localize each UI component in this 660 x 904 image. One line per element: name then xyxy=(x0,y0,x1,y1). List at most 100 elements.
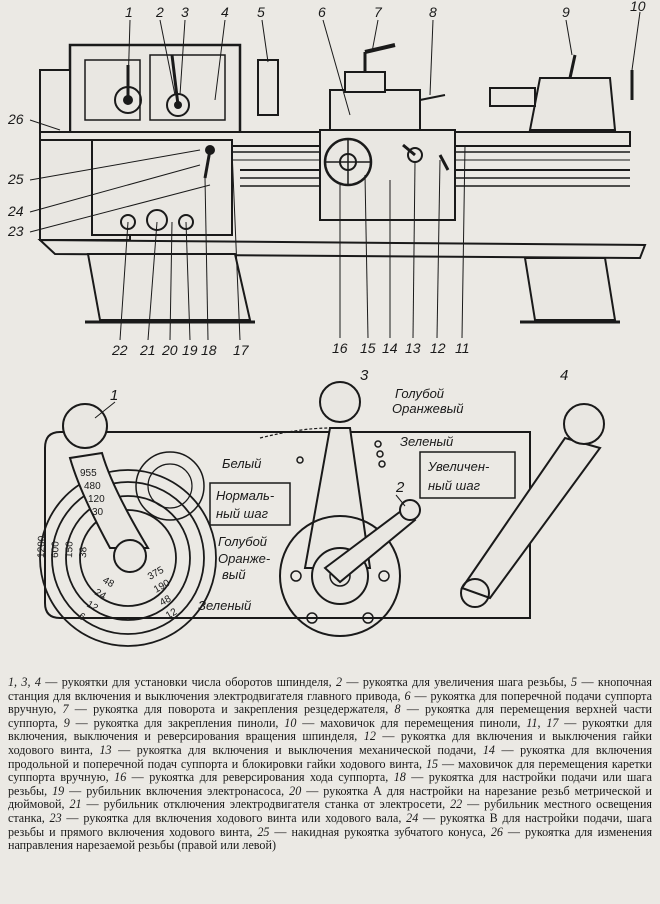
panel-callout-1: 1 xyxy=(110,387,118,404)
headstock xyxy=(68,43,242,142)
label-normal-line1: Нормаль- xyxy=(216,488,275,503)
label-increased-line2: ный шаг xyxy=(428,478,481,493)
callout-17: 17 xyxy=(233,342,250,358)
caption-item-number: 23 xyxy=(49,810,62,825)
control-panel-drawing: 1 2 3 4 Голубой Оранжевый Зеленый Белый … xyxy=(36,368,605,647)
increased-step-box xyxy=(419,451,516,499)
caption-item-text: — маховичок для перемещения каретки супп… xyxy=(8,756,652,785)
dial-num-inner-0: 955 xyxy=(80,468,97,479)
caption-item-number: 20 xyxy=(289,783,302,798)
caption-item-text: — рукоятка для перемещения верхней части… xyxy=(8,702,652,730)
left-pedestal xyxy=(86,253,252,321)
caption-item-text: — рубильник включения электронасоса, xyxy=(64,783,290,798)
callout-20: 20 xyxy=(161,342,178,358)
callout-15: 15 xyxy=(360,340,376,356)
caption-item-text: — рубильник отключения электродвигателя … xyxy=(81,797,451,812)
callout-5: 5 xyxy=(257,4,265,20)
label-orange-bottom-line1: Оранже- xyxy=(218,551,271,566)
panel-callout-4: 4 xyxy=(560,368,568,384)
panel-callout-3: 3 xyxy=(360,368,369,384)
callout-9: 9 xyxy=(562,4,570,20)
caption-item-number: 15 xyxy=(425,756,439,771)
normal-step-box xyxy=(209,482,291,526)
callout-7: 7 xyxy=(374,4,383,20)
callout-22: 22 xyxy=(111,342,128,358)
dial-num-left-1: 600 xyxy=(50,541,62,558)
label-green-bottom: Зеленый xyxy=(198,598,251,613)
tailstock xyxy=(528,77,617,131)
caption-item-number: 1, 3, 4 xyxy=(8,676,41,689)
label-orange-top: Оранжевый xyxy=(392,401,463,416)
handle-4-ball xyxy=(563,403,605,445)
caption-item-number: 13 xyxy=(99,742,112,757)
caption-item-text: — рукоятка для включения и выключения ме… xyxy=(111,742,483,757)
dial-num-bottom-1: 24 xyxy=(93,587,109,602)
handle-3-ball xyxy=(319,381,361,423)
caption-item-number: 26 xyxy=(490,824,503,839)
caption-item-number: 6 xyxy=(404,688,411,703)
label-normal-line2: ный шаг xyxy=(216,506,269,521)
caption-item-number: 21 xyxy=(69,797,82,812)
lathe-drawing: 1 2 3 4 5 6 7 8 9 10 26 25 24 23 22 21 2… xyxy=(7,0,647,358)
callout-6: 6 xyxy=(318,4,326,20)
caption-item-text: — маховичок для перемещения пиноли, xyxy=(296,715,527,730)
callout-24: 24 xyxy=(7,203,24,219)
caption-item-number: 11, 17 xyxy=(526,715,559,730)
caption-item-number: 19 xyxy=(52,783,65,798)
dial-num-inner-2: 120 xyxy=(88,494,105,505)
dial-num-bottom-2: 12 xyxy=(85,599,101,614)
caption-item-number: 18 xyxy=(393,770,406,785)
caption-item-text: — рукоятка для включения и выключения га… xyxy=(8,729,652,757)
callout-4: 4 xyxy=(221,4,229,20)
dial-num-bottom-3: 6 xyxy=(77,611,88,624)
caption-item-number: 16 xyxy=(114,770,127,785)
caption-item-number: 9 xyxy=(63,715,70,730)
caption-item-number: 22 xyxy=(450,797,463,812)
callout-8: 8 xyxy=(429,4,437,20)
dial-num-inner-1: 480 xyxy=(84,481,101,492)
dial-num-left-3: 38 xyxy=(78,546,89,558)
speed-dial xyxy=(39,469,217,647)
handle-1 xyxy=(68,451,150,549)
dial-num-left-2: 150 xyxy=(64,541,76,558)
caption-item-number: 8 xyxy=(394,702,401,717)
handle-2-ball xyxy=(399,499,421,521)
handle-1-ball xyxy=(62,403,108,449)
caption-item-text: — рукоятка для поворота и закрепления ре… xyxy=(68,702,395,717)
dial-num-left-0: 1200 xyxy=(36,535,48,558)
label-blue-top: Голубой xyxy=(395,386,444,401)
label-blue-bottom: Голубой xyxy=(218,534,267,549)
callout-16: 16 xyxy=(332,340,348,356)
label-white: Белый xyxy=(222,456,261,471)
caption-item-text: — рукоятка В для настройки подачи, шага … xyxy=(8,810,652,839)
dial-num-bottom-0: 48 xyxy=(101,575,117,590)
caption-item-text: — рукоятка А для настройки на нарезание … xyxy=(8,783,652,812)
callout-21: 21 xyxy=(139,342,156,358)
callout-26: 26 xyxy=(7,111,24,127)
dial-num-inner-3: 30 xyxy=(92,507,104,518)
caption-item-text: — рукоятка для закрепления пиноли, xyxy=(69,715,285,730)
callout-25: 25 xyxy=(7,171,24,187)
callout-10: 10 xyxy=(630,0,646,14)
callout-2: 2 xyxy=(155,4,164,20)
caption-item-number: 5 xyxy=(571,676,578,689)
caption-item-number: 14 xyxy=(482,742,495,757)
panel-callout-2: 2 xyxy=(395,479,405,496)
label-increased-line1: Увеличен- xyxy=(427,459,490,474)
callout-18: 18 xyxy=(201,342,217,358)
caption-item-text: — рукоятки для установки числа оборотов … xyxy=(40,676,336,689)
callout-1: 1 xyxy=(125,4,133,20)
caption-item-number: 12 xyxy=(363,729,376,744)
dial-num-right-2: 48 xyxy=(158,593,174,608)
caption-item-text: — рубильник местного освещения станка, xyxy=(8,797,652,825)
caption-item-text: — рукоятка для увеличения шага резьбы, xyxy=(342,676,572,689)
caption-item-text: — рукоятка для изменения направления нар… xyxy=(8,824,652,853)
figure-caption: 1, 3, 4 — рукоятки для установки числа о… xyxy=(8,676,652,900)
caption-item-text: — накидная рукоятка зубчатого конуса, xyxy=(269,824,491,839)
dial-num-right-3: 12 xyxy=(164,606,180,621)
caption-item-number: 10 xyxy=(284,715,297,730)
caption-item-text: — рукоятка для поперечной подачи суппорт… xyxy=(8,688,652,717)
callout-12: 12 xyxy=(430,340,446,356)
callout-23: 23 xyxy=(7,223,24,239)
